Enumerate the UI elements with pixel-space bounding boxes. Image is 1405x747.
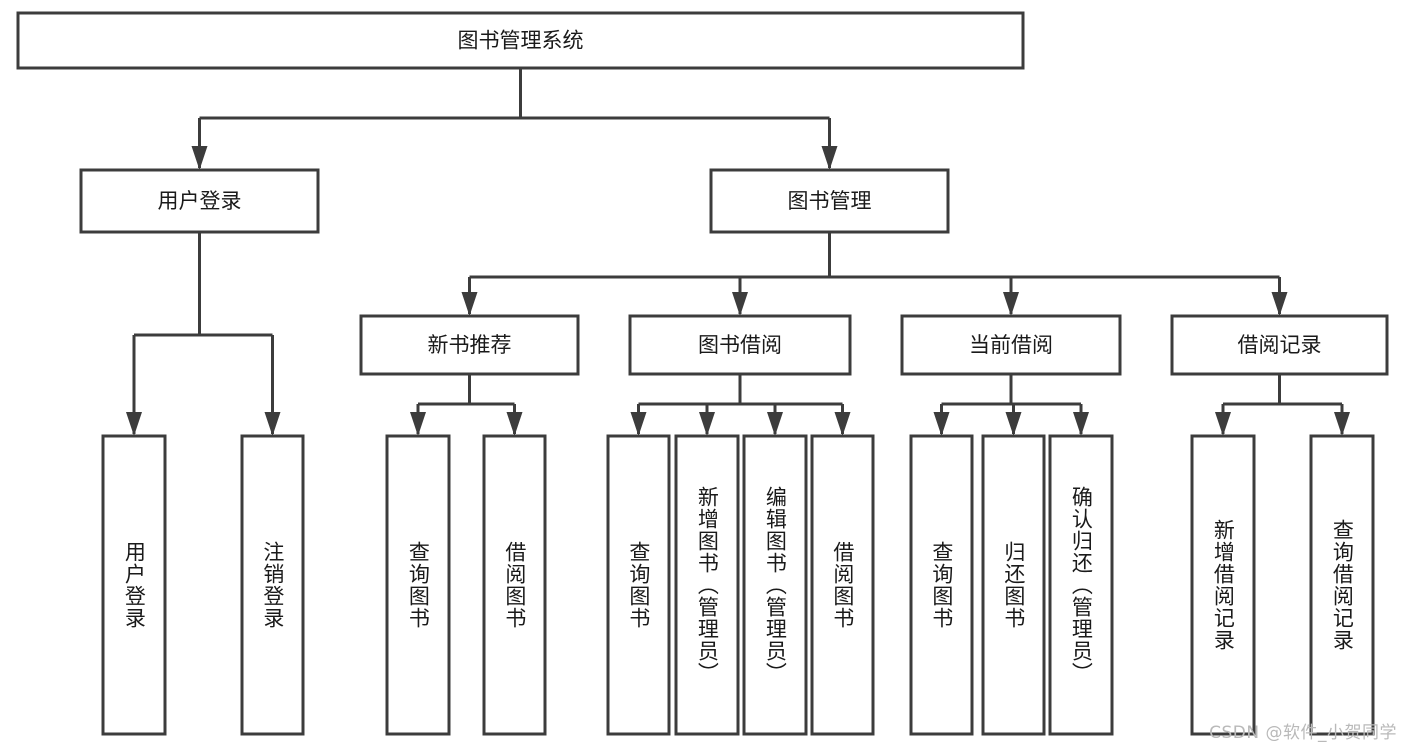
node-box-leaf-query-book-br[interactable] [606,434,671,736]
arrow-head [191,146,208,170]
node-box-root[interactable] [16,11,1025,70]
arrow-head [1334,412,1350,436]
node-box-leaf-borrow-book-br[interactable] [810,434,875,736]
node-box-book-manage[interactable] [709,168,950,234]
arrow-head [410,412,426,436]
node-box-layer [16,11,1389,736]
node-box-leaf-user-login[interactable] [101,434,167,736]
node-label-book-manage: 图书管理 [788,189,872,213]
arrow-head [126,412,142,436]
node-label-user-login: 用户登录 [158,189,242,213]
arrow-head [1215,412,1231,436]
node-box-current-borrow[interactable] [900,314,1122,376]
arrow-head [821,146,838,170]
node-label-book-borrow: 图书借阅 [698,333,782,357]
arrow-head [1005,412,1022,436]
node-box-leaf-return-book[interactable] [981,434,1046,736]
arrow-head [933,412,950,436]
node-box-leaf-confirm-return[interactable] [1048,434,1114,736]
arrow-head [1271,292,1288,316]
arrow-head [699,412,715,436]
node-box-leaf-query-book-cb[interactable] [909,434,974,736]
connector-layer [126,68,1350,436]
arrow-head [767,412,783,436]
node-box-user-login[interactable] [79,168,320,234]
node-label-new-book-rec: 新书推荐 [428,333,512,357]
node-box-new-book-rec[interactable] [359,314,580,376]
node-box-borrow-record[interactable] [1170,314,1389,376]
node-label-borrow-record: 借阅记录 [1238,333,1322,357]
arrow-head [732,292,748,316]
node-box-leaf-add-record[interactable] [1190,434,1256,736]
arrow-head [1073,412,1089,436]
arrow-head [506,412,523,436]
node-box-leaf-add-book[interactable] [674,434,740,736]
arrow-head [461,292,478,316]
node-box-leaf-edit-book[interactable] [742,434,808,736]
node-label-current-borrow: 当前借阅 [969,333,1053,357]
arrow-head [834,412,851,436]
arrow-head [1003,292,1019,316]
arrow-head [264,412,281,436]
node-box-leaf-query-record[interactable] [1309,434,1375,736]
node-box-leaf-query-book-rec[interactable] [385,434,451,736]
watermark: CSDN @软件_小贺同学 [1209,723,1397,743]
node-label-root: 图书管理系统 [458,29,584,53]
node-box-book-borrow[interactable] [628,314,852,376]
node-box-leaf-borrow-book-rec[interactable] [482,434,547,736]
node-box-leaf-logout[interactable] [240,434,305,736]
arrow-head [630,412,647,436]
